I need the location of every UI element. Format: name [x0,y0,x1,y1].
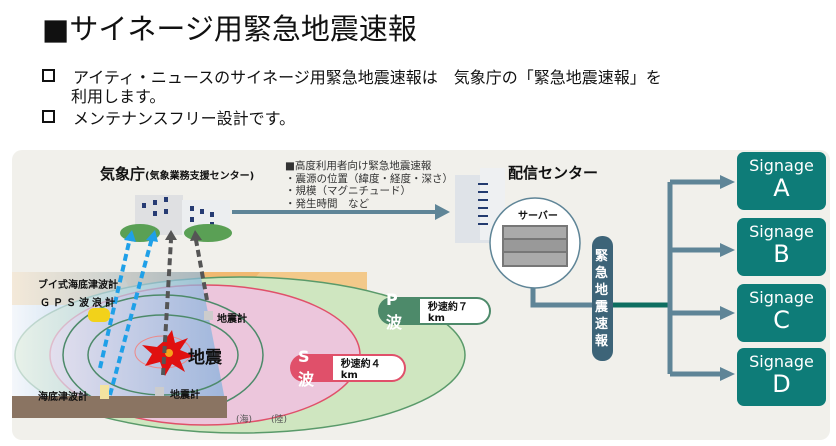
feed-pill [592,236,613,361]
buoy-label: ブイ式海底津波計 [38,280,118,291]
seabed-meter-icon [100,385,109,399]
seabed-label: 海底津波計 [38,392,88,403]
bullet-text: アイティ・ニュースのサイネージ用緊急地震速報は 気象庁の「緊急地震速報」を [73,68,662,87]
server-rack-icon [502,225,568,267]
seismometer-icon [155,387,164,396]
p-wave-badge: P波秒速約７km [378,290,491,332]
server-label: サーバー [518,211,558,222]
distribution-center-label: 配信センター [508,164,599,182]
bullet-continuation: 利用します。 [71,87,166,106]
jma-building-icon [120,195,232,242]
bullet-item: アイティ・ニュースのサイネージ用緊急地震速報は 気象庁の「緊急地震速報」を [42,64,662,88]
seabed-ground [12,396,227,418]
page-title: ■サイネージ用緊急地震速報 [42,12,417,46]
bullet-box-icon [42,110,55,123]
land-label: (陸) [271,415,288,425]
seismometer-label: 地震計 [217,314,247,325]
feed-label: 緊急地震速報 [595,249,609,349]
bullet-item: メンテナンスフリー設計です。 [42,105,295,129]
bullet-box-icon [42,69,55,82]
s-wave-badge: S波秒速約４km [290,347,406,389]
bullet-text: メンテナンスフリー設計です。 [73,109,296,128]
jma-label: 気象庁(気象業務支援センター) [100,165,255,183]
sea-label: (海) [236,415,253,425]
seismometer-label: 地震計 [170,390,200,401]
signage-arrows [720,175,735,381]
seismometer-icon [204,311,213,320]
gps-label: ＧＰＳ波浪計 [40,298,118,309]
arrow-to-center-icon [435,204,450,220]
buoy-icon [88,308,110,322]
info-list: ■高度利用者向け緊急地震速報・震源の位置（緯度・経度・深さ）・規模（マグニチュー… [285,160,453,210]
quake-label: 地震 [188,348,222,368]
